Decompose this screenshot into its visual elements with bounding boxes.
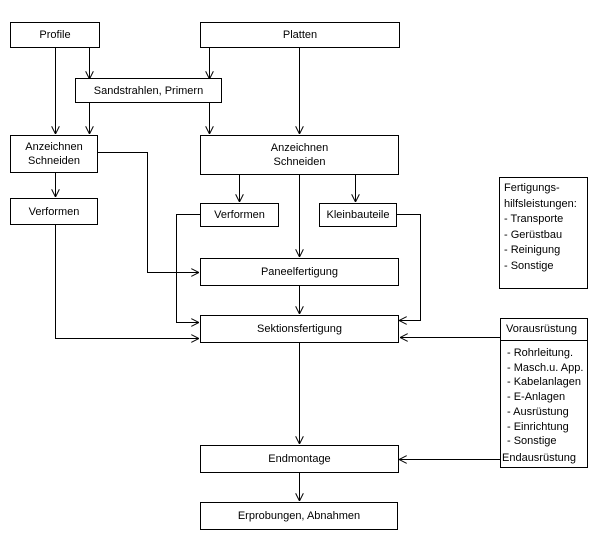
node-label-line: Schneiden <box>28 155 80 167</box>
list-line: hilfsleistungen: <box>504 197 577 210</box>
node-label: Paneelfertigung <box>260 266 339 278</box>
node-anzeichnen-schneiden-left: Anzeichnen Schneiden <box>10 135 98 173</box>
list-line: - Reinigung <box>504 244 561 256</box>
node-label-line: Schneiden <box>273 156 326 168</box>
node-label: Endmontage <box>268 453 331 465</box>
node-label-line: Anzeichnen <box>25 141 83 153</box>
node-verformen-center: Verformen <box>200 203 279 227</box>
vorausruestung-title: Vorausrüstung <box>500 318 588 341</box>
node-kleinbauteile: Kleinbauteile <box>319 203 397 227</box>
connector <box>98 152 198 273</box>
list-item: - Ausrüstung <box>507 405 569 418</box>
list-item: - Einrichtung <box>507 420 569 433</box>
node-platten: Platten <box>200 22 400 48</box>
node-sandstrahlen-primern: Sandstrahlen, Primern <box>75 78 222 103</box>
node-label: Verformen <box>214 209 265 221</box>
connector <box>176 214 200 323</box>
endausruestung-label: Endausrüstung <box>502 452 576 464</box>
node-verformen-left: Verformen <box>10 198 98 225</box>
list-item: - Rohrleitung. <box>507 347 574 359</box>
connector <box>397 214 421 321</box>
list-line: - Gerüstbau <box>504 228 563 241</box>
node-label-line: Anzeichnen <box>270 142 329 154</box>
connector <box>55 225 199 339</box>
node-anzeichnen-schneiden-center: Anzeichnen Schneiden <box>200 135 399 175</box>
list-line: Fertigungs- <box>504 182 560 194</box>
node-label: Profile <box>39 29 71 41</box>
fertigungshilfsleistungen-box: Fertigungs- hilfsleistungen: - Transport… <box>499 177 588 289</box>
node-label: Platten <box>282 29 318 41</box>
node-label: Kleinbauteile <box>326 209 390 221</box>
node-sektionsfertigung: Sektionsfertigung <box>200 315 399 343</box>
node-label: Sektionsfertigung <box>257 323 342 335</box>
node-endmontage: Endmontage <box>200 445 399 473</box>
node-profile: Profile <box>10 22 100 48</box>
list-line: - Transporte <box>504 213 564 225</box>
list-line: - Sonstige <box>504 259 554 272</box>
vorausruestung-list: - Rohrleitung. - Masch.u. App. - Kabelan… <box>500 340 588 468</box>
list-item: - Sonstige <box>507 435 557 448</box>
node-label: Erprobungen, Abnahmen <box>237 510 361 522</box>
node-label: Sandstrahlen, Primern <box>93 84 204 97</box>
list-item: - E-Anlagen <box>507 391 566 404</box>
node-paneelfertigung: Paneelfertigung <box>200 258 399 286</box>
node-erprobungen-abnahmen: Erprobungen, Abnahmen <box>200 502 398 530</box>
list-item: - Kabelanlagen <box>507 376 582 389</box>
list-item: - Masch.u. App. <box>507 361 584 374</box>
node-label: Verformen <box>28 205 80 218</box>
